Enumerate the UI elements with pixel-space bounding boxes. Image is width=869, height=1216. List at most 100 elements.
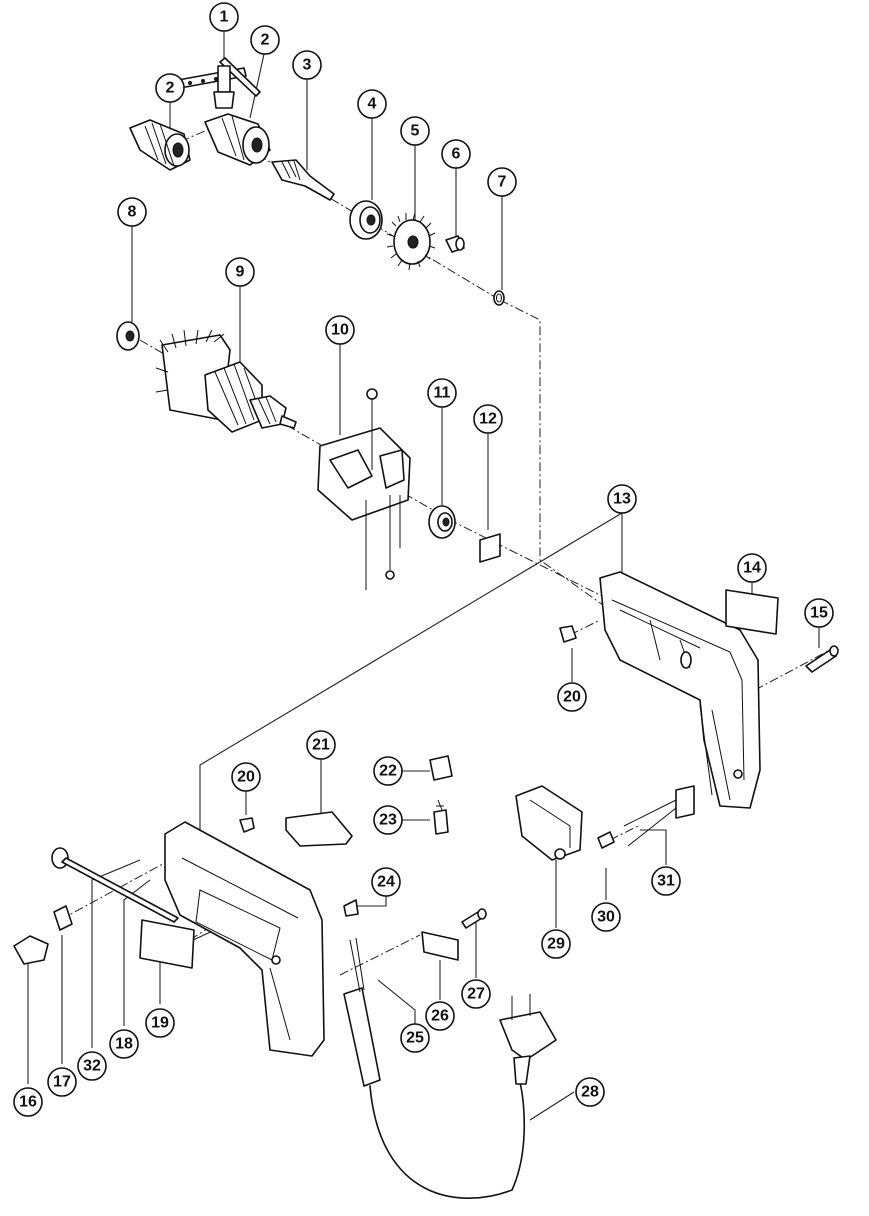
callout-30: 30 [591,902,621,932]
callout-25: 25 [400,1023,430,1053]
callout-label: 4 [368,96,377,113]
caution-plate [139,919,195,969]
name-plate [725,589,779,635]
hex-nut-upper [559,625,577,643]
callout-label: 30 [597,909,615,926]
callout-label: 1 [220,9,229,26]
callout-20-lower: 20 [231,762,261,792]
callout-14: 14 [737,553,767,583]
callout-27: 27 [461,979,491,1009]
switch-terminal [597,831,615,849]
callout-label: 31 [657,873,675,890]
callout-label: 7 [498,174,507,191]
callout-label: 11 [434,385,451,402]
callout-9: 9 [225,257,255,287]
callout-label: 22 [379,763,397,780]
callout-label: 20 [563,689,581,706]
ball-bearing-armature [428,505,456,539]
housing-right [599,571,761,809]
stator [317,388,411,590]
callout-12: 12 [473,404,503,434]
callout-label: 6 [452,146,461,163]
callout-11: 11 [427,378,457,408]
callout-26: 26 [425,1001,455,1031]
callout-label: 17 [53,1074,71,1091]
switch [515,785,583,861]
callout-6: 6 [441,139,471,169]
belt-hook [285,811,353,847]
callout-31: 31 [651,866,681,896]
callout-16: 16 [13,1087,43,1117]
callout-label: 24 [377,874,395,891]
callout-19: 19 [145,1008,175,1038]
callout-2-keyless-chuck: 2 [155,73,185,103]
callout-10: 10 [325,315,355,345]
callout-15: 15 [804,598,834,628]
cord-clip [421,931,459,961]
callout-label: 14 [743,560,761,577]
callout-23: 23 [373,805,403,835]
callout-1: 1 [209,2,239,32]
ball-bearing-front [349,200,383,240]
callout-20-upper: 20 [557,682,587,712]
armature [155,329,297,433]
callout-label: 28 [581,1084,599,1101]
callout-2-keyed-chuck: 2 [250,25,280,55]
callout-label: 19 [151,1015,169,1032]
callout-28: 28 [575,1077,605,1107]
callout-17: 17 [47,1067,77,1097]
cord-clip-screw [461,908,487,929]
bushing [445,235,465,253]
cord-armor [343,937,381,1087]
callout-24: 24 [371,867,401,897]
callout-label: 32 [83,1058,101,1075]
retaining-ring [493,290,505,306]
hex-nut-lower [239,817,255,833]
callout-label: 10 [331,322,349,339]
callout-label: 8 [128,204,137,221]
callout-21: 21 [306,730,336,760]
callout-label: 25 [406,1030,424,1047]
callout-label: 9 [236,264,245,281]
crimp-terminal [343,899,359,917]
spur-gear [386,212,436,271]
callout-13: 13 [607,484,637,514]
callout-label: 29 [547,936,565,953]
keyed-chuck [204,113,271,166]
callout-label: 13 [613,491,631,508]
depth-gauge-clamp [53,905,73,931]
callout-29: 29 [541,929,571,959]
ball-bearing-rear [116,321,140,351]
callout-5: 5 [400,116,430,146]
side-handle-knob [13,935,49,965]
callout-7: 7 [487,167,517,197]
callout-22: 22 [373,756,403,786]
callout-label: 27 [467,986,485,1003]
callout-label: 16 [19,1094,37,1111]
callout-18: 18 [109,1029,139,1059]
brush-holder [429,755,453,781]
chuck-key [177,57,261,109]
callout-leaders [27,31,820,1121]
callout-label: 2 [166,80,175,97]
callout-label: 3 [303,57,312,74]
callout-label: 20 [237,769,255,786]
callout-label: 5 [411,123,420,140]
housing-left [164,821,325,1057]
callout-label: 21 [312,737,330,754]
noise-suppressor [623,785,695,847]
callout-label: 18 [115,1036,133,1053]
insulation-sheet [479,533,501,563]
callout-8: 8 [117,197,147,227]
callout-3: 3 [292,50,322,80]
callout-label: 2 [261,32,270,49]
spindle [271,159,335,201]
keyless-chuck [129,119,191,171]
power-cord [369,994,557,1200]
callout-label: 15 [810,605,828,622]
depth-gauge [51,847,179,923]
callout-label: 12 [479,411,497,428]
callout-label: 23 [379,812,397,829]
callout-32: 32 [77,1051,107,1081]
